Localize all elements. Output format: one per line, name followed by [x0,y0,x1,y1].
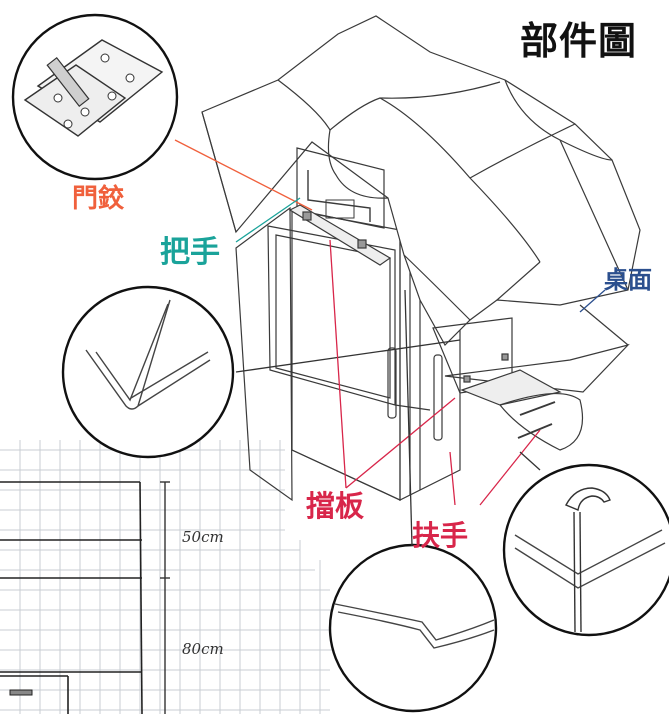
cane-detail-circle [502,463,669,637]
tabletop-shelf [432,304,630,451]
label-armrest: 扶手 [412,519,469,552]
dimension-upper: 50cm [182,528,224,546]
hinge-detail-circle [11,13,179,181]
edge-detail-circle [328,543,498,713]
diagram-title: 部件圖 [520,19,638,63]
leader-lines [174,139,606,547]
cabinet-hood [201,15,641,346]
grid-sheet [0,440,340,714]
label-hinge: 門鉸 [72,184,125,214]
label-baffle: 擋板 [306,489,365,523]
cabinet-front-sketch [0,481,143,715]
upper-window [288,147,392,266]
baffle-profile-circle [61,285,235,459]
label-tabletop: 桌面 [604,266,652,294]
label-handle: 把手 [160,235,220,270]
dimension-line [160,481,170,714]
dimension-lower: 80cm [182,640,224,658]
